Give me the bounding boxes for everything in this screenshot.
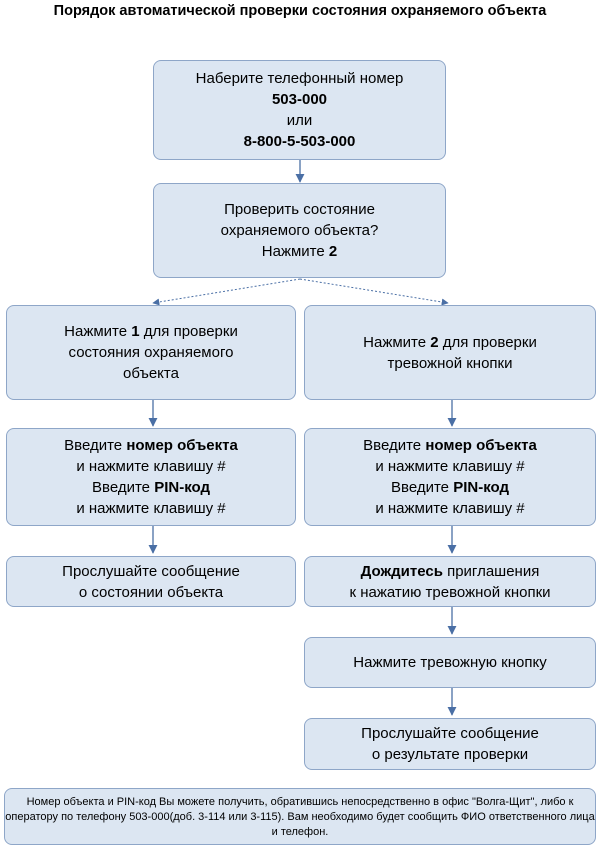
right-wait-line-2: к нажатию тревожной кнопки bbox=[349, 583, 551, 601]
left-option-line-2: состояния охраняемого bbox=[68, 344, 234, 361]
note-line-2: "Волга-Щит", либо к оператору по телефон… bbox=[5, 796, 574, 823]
left-enter-line-4: и нажмите клавишу # bbox=[76, 500, 226, 517]
left-option-box: Нажмите 1 для проверки состояния охраняе… bbox=[6, 305, 296, 400]
right-option-line-1: Нажмите 2 для проверки bbox=[363, 333, 537, 351]
right-option-key: 2 bbox=[430, 333, 439, 351]
left-option-line-1: Нажмите 1 для проверки bbox=[64, 323, 238, 340]
right-option-line-2: тревожной кнопки bbox=[387, 354, 513, 372]
left-option-key: 1 bbox=[131, 323, 140, 340]
left-enter-line-2: и нажмите клавишу # bbox=[76, 458, 226, 475]
result-line-1: Прослушайте сообщение bbox=[361, 725, 539, 742]
title-line-2: объекта bbox=[487, 3, 547, 19]
left-enter-line-3: Введите PIN-код bbox=[92, 479, 210, 496]
check-line-2: охраняемого объекта? bbox=[220, 222, 379, 239]
arrow-check-to-left bbox=[152, 278, 301, 306]
right-enter-line-2: и нажмите клавишу # bbox=[375, 458, 525, 475]
result-line-2: о результате проверки bbox=[371, 746, 529, 763]
left-listen-line-2: о состоянии объекта bbox=[78, 583, 224, 601]
press-alarm-line: Нажмите тревожную кнопку bbox=[353, 654, 547, 671]
right-wait-box: Дождитесь приглашения к нажатию тревожно… bbox=[304, 556, 596, 607]
dial-instruction: Наберите телефонный номер bbox=[195, 70, 404, 87]
phone-number-local: 503-000 bbox=[271, 91, 328, 108]
right-wait-line-1: Дождитесь приглашения bbox=[360, 562, 540, 580]
or-label: или bbox=[286, 112, 313, 129]
info-note: Номер объекта и PIN-код Вы можете получи… bbox=[4, 788, 596, 845]
right-enter-line-1: Введите номер объекта bbox=[363, 437, 537, 454]
arrow-check-to-right bbox=[299, 278, 449, 306]
check-status-box: Проверить состояние охраняемого объекта?… bbox=[153, 183, 446, 278]
dial-number-box: Наберите телефонный номер 503-000 или 8-… bbox=[153, 60, 446, 160]
result-listen-box: Прослушайте сообщение о результате прове… bbox=[304, 718, 596, 770]
note-line-3: будет сообщить ФИО ответственного лица и… bbox=[271, 811, 595, 838]
phone-number-toll-free: 8-800-5-503-000 bbox=[243, 133, 356, 150]
left-enter-credentials-box: Введите номер объекта и нажмите клавишу … bbox=[6, 428, 296, 526]
title-line-1: Порядок автоматической проверки состояни… bbox=[53, 3, 484, 19]
left-listen-box: Прослушайте сообщение о состоянии объект… bbox=[6, 556, 296, 607]
right-option-box: Нажмите 2 для проверки тревожной кнопки bbox=[304, 305, 596, 400]
check-key: 2 bbox=[328, 243, 338, 260]
press-alarm-button-box: Нажмите тревожную кнопку bbox=[304, 637, 596, 688]
left-option-line-3: объекта bbox=[123, 365, 179, 382]
left-enter-line-1: Введите номер объекта bbox=[64, 437, 238, 454]
right-enter-line-4: и нажмите клавишу # bbox=[375, 500, 525, 517]
note-line-1: Номер объекта и PIN-код Вы можете получи… bbox=[26, 796, 469, 808]
check-press-line: Нажмите 2 bbox=[261, 243, 338, 260]
page-title: Порядок автоматической проверки состояни… bbox=[0, 2, 600, 20]
right-enter-line-3: Введите PIN-код bbox=[391, 479, 509, 496]
check-line-1: Проверить состояние bbox=[224, 201, 375, 218]
right-enter-credentials-box: Введите номер объекта и нажмите клавишу … bbox=[304, 428, 596, 526]
left-listen-line-1: Прослушайте сообщение bbox=[62, 562, 240, 580]
